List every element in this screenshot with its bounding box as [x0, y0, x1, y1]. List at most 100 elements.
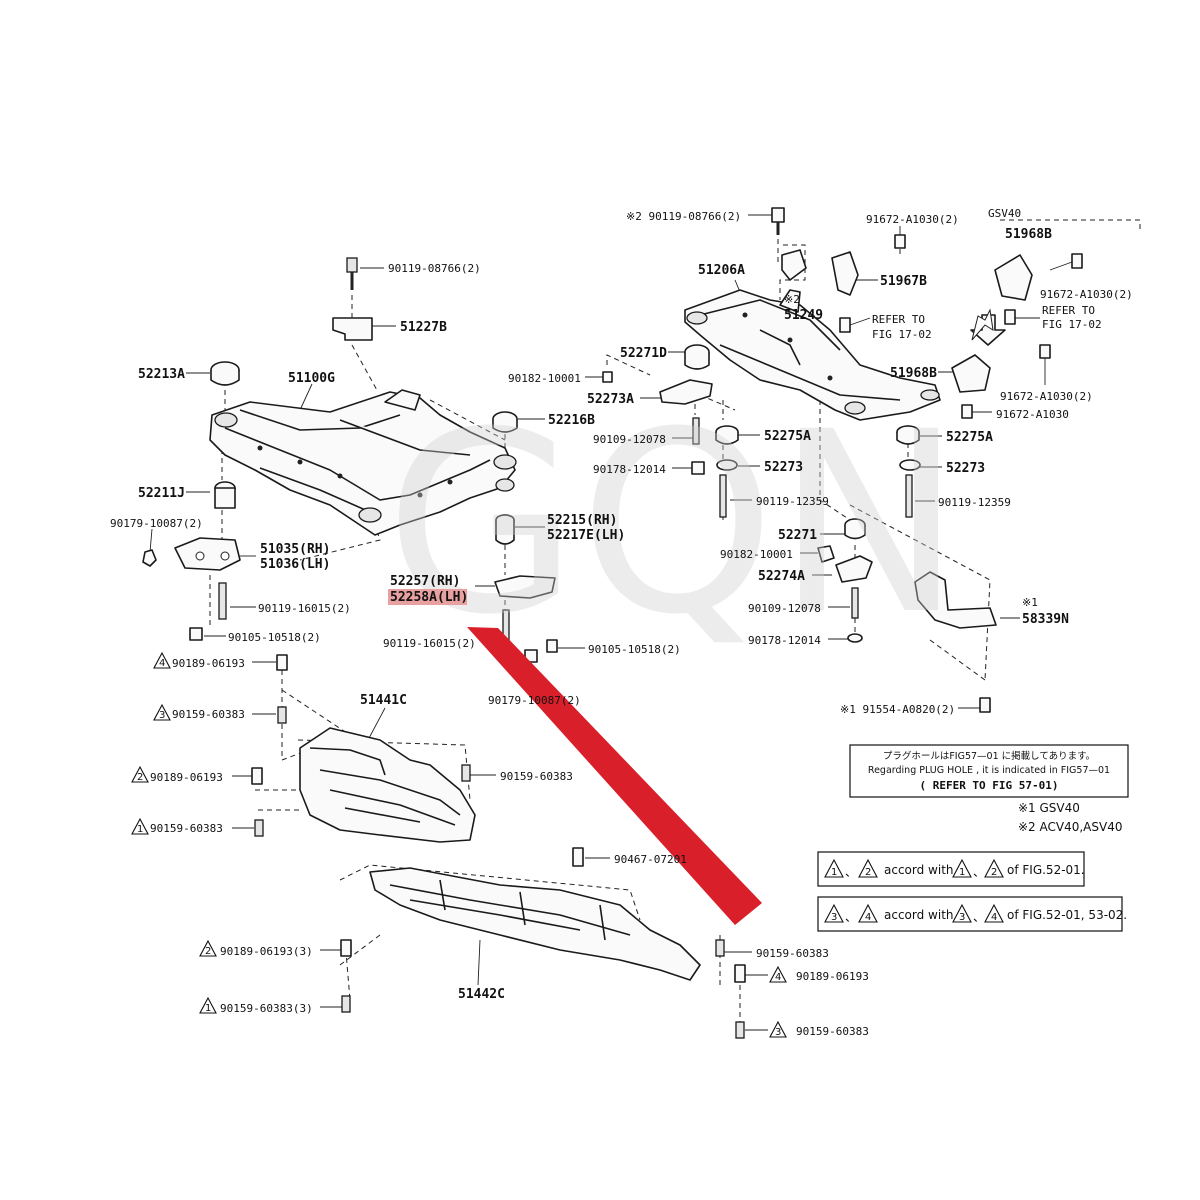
- part-label: 91672-A1030(2): [1040, 288, 1133, 301]
- part-label: 52271: [778, 528, 817, 543]
- part-label: 51441C: [360, 693, 407, 708]
- right-labels: ※2 90119-08766(2) 91672-A1030(2) GSV40 5…: [508, 207, 1133, 716]
- part-label: 90159-60383(3): [220, 1002, 313, 1015]
- svg-text:4: 4: [991, 912, 997, 923]
- part-label: 52273A: [587, 392, 634, 407]
- part-label: 52216B: [548, 413, 595, 428]
- direction-arrow: [971, 308, 994, 341]
- triangle-marker-3: 3: [153, 703, 171, 721]
- triangle-marker-1: 1: [131, 817, 149, 835]
- part-label: 52215(RH): [547, 513, 617, 528]
- part-label: 90179-10087(2): [110, 517, 203, 530]
- part-label: 90182-10001: [508, 372, 581, 385]
- part-label: ※2 90119-08766(2): [626, 210, 741, 223]
- accord-note-2: 3 、 4 accord with 3 、 4 of FIG.52-01, 53…: [817, 896, 1127, 932]
- red-pointer-arrow: [467, 627, 762, 925]
- plug-hole-refer: ( REFER TO FIG 57-01): [919, 779, 1058, 792]
- svg-text:、: 、: [973, 910, 985, 924]
- highlighted-part-label: 52258A(LH): [390, 590, 468, 605]
- part-label: 51968B: [890, 366, 937, 381]
- svg-text:2: 2: [205, 946, 211, 957]
- accord-text: accord with: [884, 908, 954, 922]
- refer-text: REFER TO: [872, 313, 925, 326]
- part-label: 51227B: [400, 320, 447, 335]
- part-label: 52273: [764, 460, 803, 475]
- part-note: ※1: [1022, 596, 1038, 609]
- plug-hole-note-jp: プラグホールはFIG57—01 に掲載してあります。: [883, 750, 1095, 762]
- svg-text:2: 2: [137, 772, 143, 783]
- part-label: 90178-12014: [593, 463, 666, 476]
- part-label: 91672-A1030(2): [1000, 390, 1093, 403]
- refer-text: REFER TO: [1042, 304, 1095, 317]
- part-label: 52213A: [138, 367, 185, 382]
- leader-lines: [149, 214, 1073, 1031]
- left-labels: 90119-08766(2) 51227B 52213A 51100G 5221…: [110, 262, 869, 1038]
- part-label: 51035(RH): [260, 542, 330, 557]
- part-label: 90159-60383: [796, 1025, 869, 1038]
- watermark: GQN: [385, 378, 963, 669]
- svg-text:3: 3: [831, 912, 837, 923]
- part-label: 51442C: [458, 987, 505, 1002]
- part-label: 90179-10087(2): [488, 694, 581, 707]
- part-label: 90119-16015(2): [383, 637, 476, 650]
- left-hardware: [142, 257, 746, 1039]
- part-label: 52273: [946, 461, 985, 476]
- triangle-marker-2: 2: [131, 765, 149, 783]
- accord-note-1: 1 、 2 accord with 1 、 2 of FIG.52-01.: [817, 851, 1085, 887]
- plug-hole-note-en: Regarding PLUG HOLE , it is indicated in…: [868, 765, 1110, 776]
- part-label: 51249: [784, 308, 823, 323]
- part-label: 90189-06193: [796, 970, 869, 983]
- svg-text:、: 、: [845, 910, 857, 924]
- refer-text: FIG 17-02: [1042, 318, 1102, 331]
- part-label: 90105-10518(2): [588, 643, 681, 656]
- part-label: 52271D: [620, 346, 667, 361]
- triangle-markers: 4 3 2 1 2 1 4 3: [131, 651, 787, 1038]
- triangle-marker-3: 3: [769, 1020, 787, 1038]
- footnote-gsv40: ※1 GSV40: [1018, 801, 1080, 815]
- part-label: 52275A: [946, 430, 993, 445]
- part-label: 52274A: [758, 569, 805, 584]
- part-label: 90159-60383: [150, 822, 223, 835]
- part-label: 90105-10518(2): [228, 631, 321, 644]
- svg-text:3: 3: [159, 710, 165, 721]
- svg-text:4: 4: [865, 912, 871, 923]
- part-label: 51036(LH): [260, 557, 330, 572]
- part-label: 91672-A1030(2): [866, 213, 959, 226]
- undercover-lower: [369, 867, 701, 981]
- right-hardware: [602, 207, 1083, 713]
- part-label: 90109-12078: [748, 602, 821, 615]
- refer-text: FIG 17-02: [872, 328, 932, 341]
- rear-subframe: [684, 289, 941, 421]
- part-label: 52275A: [764, 429, 811, 444]
- svg-text:3: 3: [959, 912, 965, 923]
- part-label: 90119-16015(2): [258, 602, 351, 615]
- triangle-marker-2: 2: [199, 939, 217, 957]
- svg-text:2: 2: [865, 867, 871, 878]
- part-label: 52217E(LH): [547, 528, 625, 543]
- part-label: ※1 91554-A0820(2): [840, 703, 955, 716]
- part-label: 90189-06193: [172, 657, 245, 670]
- part-label: 51968B: [1005, 227, 1052, 242]
- plug-hole-note-box: プラグホールはFIG57—01 に掲載してあります。 Regarding PLU…: [849, 744, 1129, 798]
- svg-text:、: 、: [845, 865, 857, 879]
- part-note: ※2: [784, 293, 800, 306]
- svg-text:、: 、: [973, 865, 985, 879]
- svg-text:1: 1: [831, 867, 837, 878]
- part-label: 90159-60383: [172, 708, 245, 721]
- part-label: 90189-06193: [150, 771, 223, 784]
- svg-text:2: 2: [991, 867, 997, 878]
- svg-text:4: 4: [159, 658, 165, 669]
- accord-text: accord with: [884, 863, 954, 877]
- svg-text:1: 1: [959, 867, 965, 878]
- accord-fig: of FIG.52-01.: [1007, 863, 1085, 877]
- part-label: 58339N: [1022, 612, 1069, 627]
- part-label: 90182-10001: [720, 548, 793, 561]
- footnote-acv40: ※2 ACV40,ASV40: [1018, 820, 1122, 834]
- part-label: 51967B: [880, 274, 927, 289]
- undercover-upper: [299, 727, 476, 843]
- part-label: 90119-12359: [938, 496, 1011, 509]
- part-label: 52211J: [138, 486, 185, 501]
- part-label: 90159-60383: [500, 770, 573, 783]
- part-label: 90119-08766(2): [388, 262, 481, 275]
